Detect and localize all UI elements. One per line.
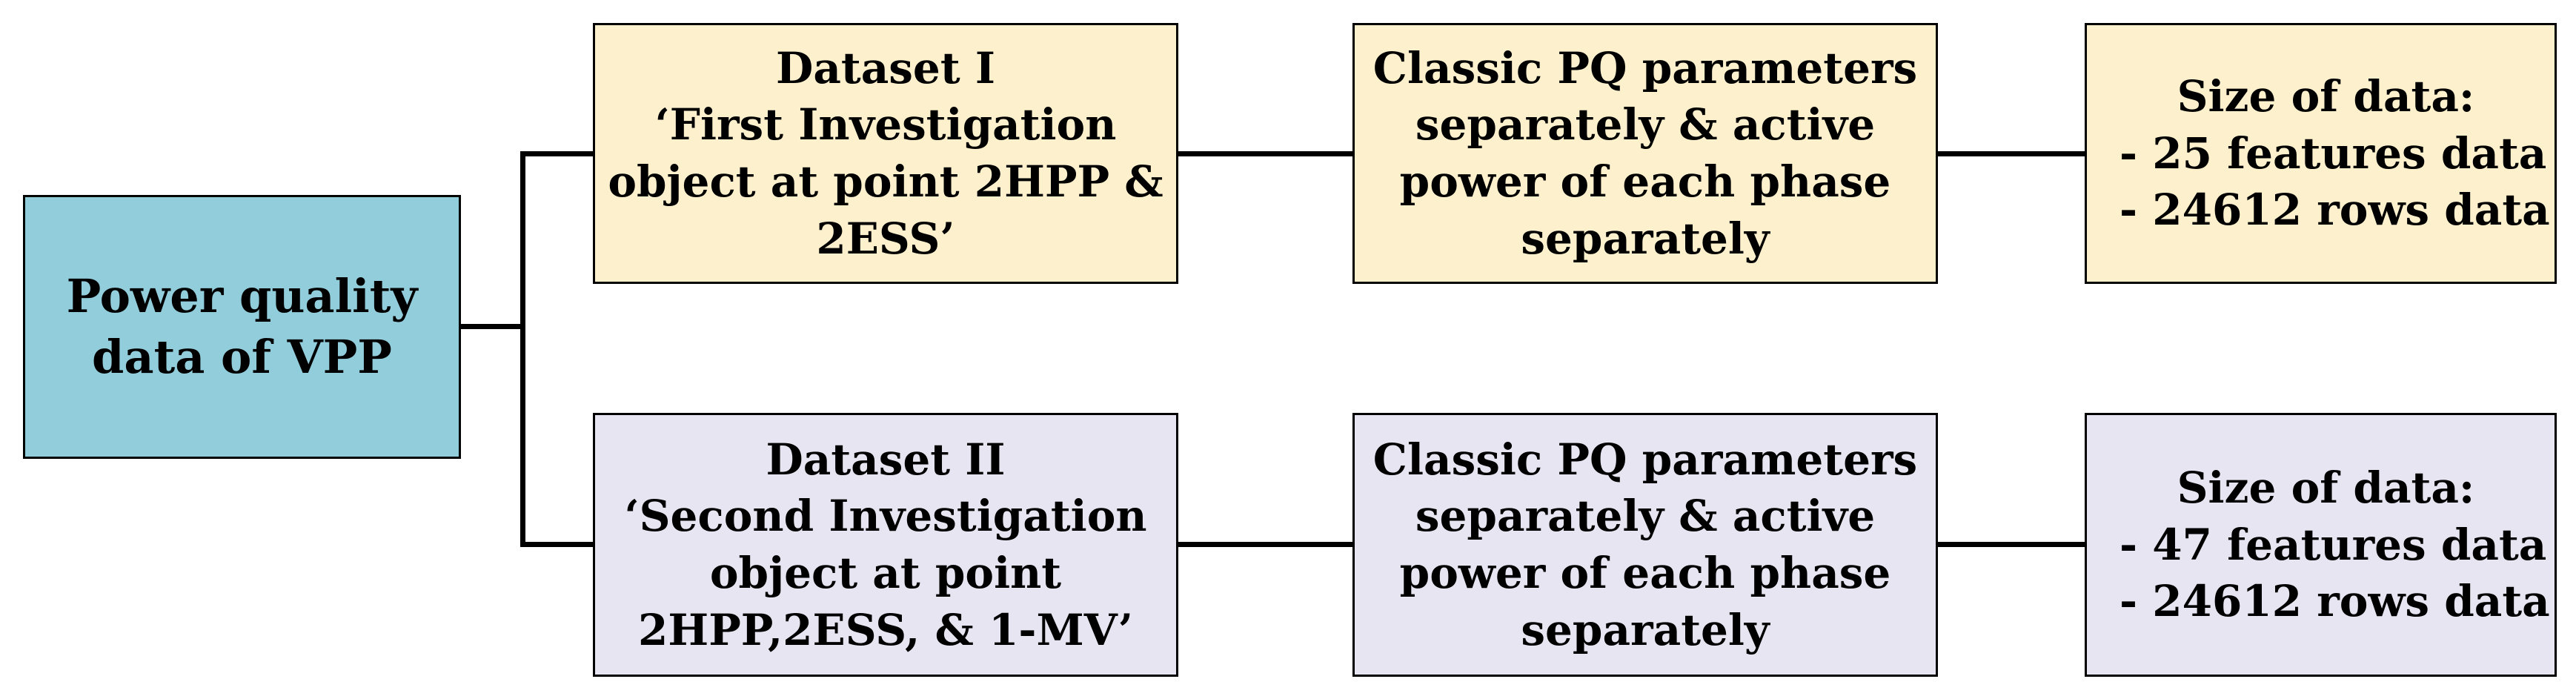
connector-dataset2-to-params2 (1177, 542, 1354, 547)
connector-trunk-to-dataset2 (520, 542, 594, 547)
size1-node: Size of data: - 25 features data - 24612… (2085, 23, 2557, 284)
connector-root-to-trunk (459, 324, 522, 329)
root-node-power-quality-data: Power quality data of VPP (23, 195, 461, 459)
size2-title: Size of data: (2177, 463, 2475, 514)
size2-node: Size of data: - 47 features data - 24612… (2085, 413, 2557, 677)
size2-rows-item: - 24612 rows data (2119, 576, 2550, 627)
connector-params1-to-size1 (1936, 151, 2086, 156)
params2-node: Classic PQ parameters separately & activ… (1352, 413, 1938, 677)
size2-features-item: - 47 features data (2119, 519, 2547, 570)
size1-rows-item: - 24612 rows data (2119, 185, 2550, 236)
connector-branch-trunk (520, 151, 525, 547)
connector-trunk-to-dataset1 (520, 151, 594, 156)
size1-features-item: - 25 features data (2119, 127, 2547, 179)
dataset2-node: Dataset II ‘Second Investigation object … (593, 413, 1178, 677)
connector-params2-to-size2 (1936, 542, 2086, 547)
connector-dataset1-to-params1 (1177, 151, 1354, 156)
size1-title: Size of data: (2177, 71, 2475, 122)
dataset1-node: Dataset I ‘First Investigation object at… (593, 23, 1178, 284)
params1-node: Classic PQ parameters separately & activ… (1352, 23, 1938, 284)
